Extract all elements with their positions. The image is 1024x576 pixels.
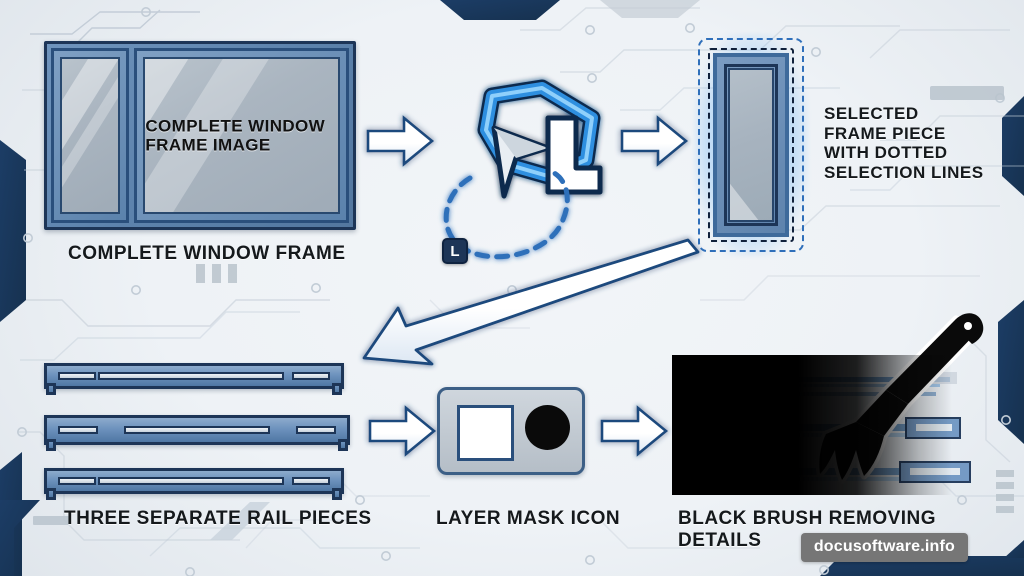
- layer-mask-white-thumbnail: [457, 405, 514, 461]
- window-frame-inner-label: COMPLETE WINDOW FRAME IMAGE: [145, 115, 326, 155]
- window-glass-left: [60, 57, 120, 214]
- rail-slot: [58, 477, 96, 485]
- window-sash-left: [51, 48, 129, 223]
- window-glass-right: [143, 57, 340, 214]
- caption-selected-frame-piece: SELECTED FRAME PIECE WITH DOTTED SELECTI…: [824, 104, 984, 182]
- lasso-tool-icon: [443, 79, 603, 260]
- rail-slot: [98, 477, 284, 485]
- arrow-selected-to-rails: [362, 238, 700, 366]
- selected-rail-frame: [713, 53, 789, 237]
- rail-tab-left: [46, 383, 56, 395]
- rail-tab-left: [46, 439, 56, 451]
- rail-slot: [98, 372, 284, 380]
- rail-slot: [292, 372, 330, 380]
- selected-rail-glass: [728, 68, 774, 222]
- arrow-rails-to-mask: [368, 405, 437, 457]
- watermark-badge: docusoftware.info: [800, 533, 968, 562]
- rail-tab-left: [46, 488, 56, 500]
- selected-frame-piece-graphic: [694, 34, 808, 256]
- rail-piece-1: [44, 363, 344, 395]
- rail-piece-3: [44, 468, 344, 500]
- rail-slot: [58, 372, 96, 380]
- caption-three-separate-rail-pieces: THREE SEPARATE RAIL PIECES: [64, 508, 372, 529]
- black-brush-panel: [672, 355, 994, 495]
- rail-slot: [296, 426, 336, 434]
- rail-slot: [292, 477, 330, 485]
- lasso-shortcut-badge[interactable]: L: [442, 238, 468, 264]
- selected-rail-inner-border: [724, 64, 778, 226]
- caption-black-brush-removing-details: BLACK BRUSH REMOVING DETAILS: [678, 508, 937, 551]
- rail-piece-2: [44, 415, 350, 451]
- selection-dashed-outline-inner: [708, 48, 794, 242]
- window-sash-right: COMPLETE WINDOW FRAME IMAGE: [134, 48, 349, 223]
- rail-tab-right: [338, 439, 348, 451]
- arrow-mask-to-brush: [600, 405, 669, 457]
- rail-tab-right: [332, 383, 342, 395]
- black-mask-fill: [672, 355, 952, 495]
- complete-window-frame-graphic: COMPLETE WINDOW FRAME IMAGE: [44, 41, 356, 230]
- caption-complete-window-frame: COMPLETE WINDOW FRAME: [68, 243, 346, 264]
- layer-mask-black-circle: [525, 405, 570, 450]
- rail-slot: [124, 426, 270, 434]
- rail-slot: [58, 426, 98, 434]
- arrow-frame-to-lasso: [366, 115, 435, 167]
- rail-tab-right: [332, 488, 342, 500]
- layer-mask-icon[interactable]: [437, 387, 585, 475]
- caption-layer-mask-icon: LAYER MASK ICON: [436, 508, 621, 529]
- selection-dashed-outline-outer: [698, 38, 804, 252]
- arrow-lasso-to-selected: [620, 115, 689, 167]
